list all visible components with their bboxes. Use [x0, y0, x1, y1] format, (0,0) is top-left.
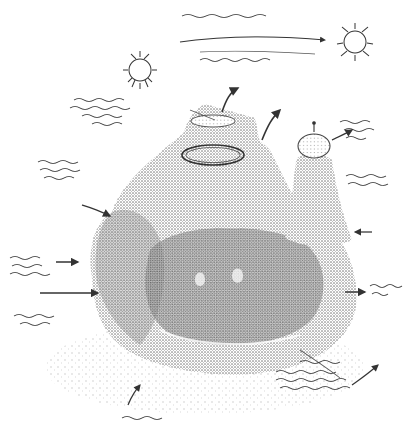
- pavilion-core: [145, 228, 323, 345]
- fan-exhaust-arrow: [332, 130, 352, 140]
- canopy-lid: [191, 115, 235, 127]
- exhaust-arrow-center: [222, 88, 238, 112]
- rotating-sun-icon: [337, 23, 373, 61]
- inflow-arrow-left: [82, 205, 110, 216]
- fan-icon: [312, 121, 316, 125]
- right-chimney: [285, 153, 352, 246]
- exhaust-arrow-right: [262, 110, 280, 140]
- fan-housing: [298, 134, 330, 158]
- sun-icon: [123, 51, 157, 89]
- sun-path-arrow: [180, 37, 325, 42]
- opening-left: [195, 273, 205, 287]
- opening-right: [232, 269, 243, 283]
